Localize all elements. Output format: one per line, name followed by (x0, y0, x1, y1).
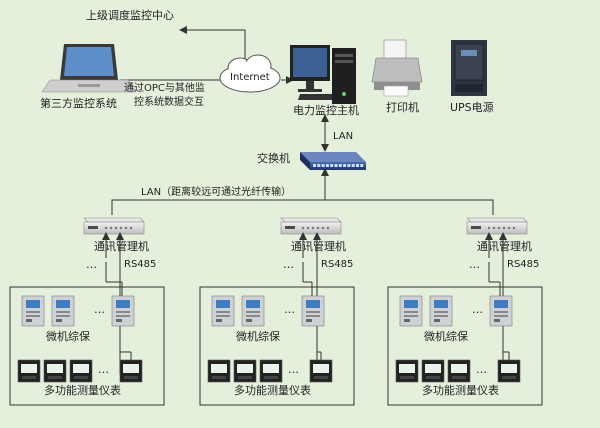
protection-relay-icon (301, 295, 325, 327)
comm-manager-label: 通讯管理机 (477, 240, 532, 253)
ellipsis-label-manager: … (469, 258, 480, 271)
connection-lines (111, 26, 494, 215)
lan-fiber-label: LAN（距离较远可通过光纤传输） (141, 187, 292, 198)
ellipsis-label-meter: … (476, 363, 487, 376)
protection-relay-icon (111, 295, 135, 327)
lan-bus (111, 199, 494, 215)
upper-dispatch-center-label: 上级调度监控中心 (86, 9, 174, 22)
switch-port (343, 164, 347, 167)
rs485-label: RS485 (124, 259, 157, 270)
protection-relay-label: 微机综保 (424, 330, 468, 343)
ups-icon (451, 40, 487, 96)
network-switch-icon (300, 152, 366, 170)
protection-relay-icon (21, 295, 45, 327)
internet-cloud-icon (219, 54, 281, 93)
power-meter-label: 多功能测量仪表 (422, 384, 499, 397)
power-meter-icon (69, 359, 93, 383)
printer-icon (371, 39, 423, 97)
protection-relay-icon (211, 295, 235, 327)
ups-label: UPS电源 (450, 101, 494, 114)
device-group (387, 217, 543, 406)
protection-relay-icon (241, 295, 265, 327)
ellipsis-label-meter: … (98, 363, 109, 376)
protection-relay-icon (51, 295, 75, 327)
switch-port (334, 164, 338, 167)
device-group (199, 217, 355, 406)
lan-label: LAN (333, 131, 354, 142)
power-meter-icon (259, 359, 283, 383)
switch-port (317, 164, 321, 167)
comm-manager-label: 通讯管理机 (94, 240, 149, 253)
link-upper-center (179, 26, 246, 62)
switch-label: 交换机 (257, 152, 290, 165)
rs485-label: RS485 (321, 259, 354, 270)
power-meter-icon (309, 359, 333, 383)
ellipsis-label-relay: … (284, 303, 295, 316)
protection-relay-icon (489, 295, 513, 327)
switch-port (351, 164, 355, 167)
switch-port (360, 164, 364, 167)
opc-note-line-2: 控系统数据交互 (134, 97, 204, 108)
ellipsis-label-relay: … (472, 303, 483, 316)
power-meter-icon (17, 359, 41, 383)
host-label: 电力监控主机 (293, 104, 359, 117)
ellipsis-label-meter: … (288, 363, 299, 376)
protection-relay-label: 微机综保 (46, 330, 90, 343)
power-meter-label: 多功能测量仪表 (234, 384, 311, 397)
rs485-label: RS485 (507, 259, 540, 270)
switch-port (356, 164, 359, 167)
protection-relay-label: 微机综保 (236, 330, 280, 343)
comm-manager-label: 通讯管理机 (291, 240, 346, 253)
switch-port (321, 164, 325, 167)
ellipsis-label-manager: … (283, 258, 294, 271)
opc-note-line-1: 通过OPC与其他监 (124, 83, 205, 94)
laptop-icon (41, 44, 137, 93)
comm-manager-icon (466, 217, 528, 235)
power-meter-icon (207, 359, 231, 383)
power-meter-icon (119, 359, 143, 383)
switch-port (347, 164, 351, 167)
switch-port (330, 164, 334, 167)
power-meter-label: 多功能测量仪表 (44, 384, 121, 397)
switch-port (313, 164, 316, 167)
comm-manager-icon (83, 217, 145, 235)
device-groups (9, 217, 543, 406)
power-meter-icon (497, 359, 521, 383)
ellipsis-label-manager: … (86, 258, 97, 271)
third-party-system-label: 第三方监控系统 (40, 97, 117, 110)
power-meter-icon (395, 359, 419, 383)
switch-port (338, 164, 342, 167)
group-frame (9, 286, 165, 406)
device-group (9, 217, 165, 406)
comm-manager-icon (280, 217, 342, 235)
protection-relay-icon (399, 295, 423, 327)
power-meter-icon (233, 359, 257, 383)
group-frame (387, 286, 543, 406)
monitoring-host-icon (290, 45, 356, 104)
power-meter-icon (421, 359, 445, 383)
power-meter-icon (447, 359, 471, 383)
ellipsis-label-relay: … (94, 303, 105, 316)
protection-relay-icon (429, 295, 453, 327)
power-meter-icon (43, 359, 67, 383)
switch-port (325, 164, 329, 167)
group-frame (199, 286, 355, 406)
printer-label: 打印机 (386, 101, 419, 114)
internet-label: Internet (230, 72, 270, 83)
